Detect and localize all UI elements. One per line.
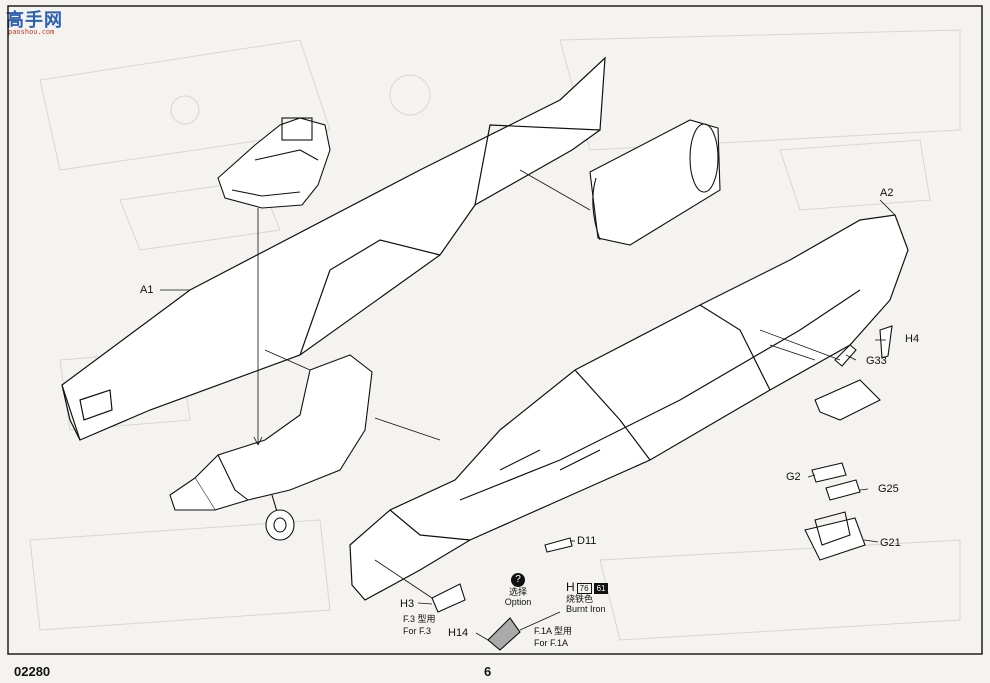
paint-code-1: 76 (576, 582, 592, 594)
label-g25: G25 (878, 483, 899, 495)
label-a1: A1 (140, 284, 154, 296)
label-h14: H14 (448, 627, 469, 639)
cockpit-tub (217, 117, 331, 209)
small-parts (431, 325, 893, 651)
label-d11: D11 (577, 535, 597, 547)
nose-intake (169, 354, 373, 511)
footer-code: 02280 (14, 664, 51, 679)
paint-cn: 烧铁色 (566, 594, 594, 604)
note-f3-en: For F.3 (403, 626, 432, 636)
label-g33: G33 (866, 355, 887, 367)
part-g33 (834, 344, 857, 367)
note-f1a-cn: F.1A 型用 (534, 626, 573, 636)
part-h3 (431, 583, 466, 613)
site-logo: 高手网 paoshou.com (6, 6, 68, 36)
part-g21 (804, 517, 866, 561)
label-h3: H3 (400, 598, 415, 610)
part-h-flap (814, 379, 881, 421)
label-g2: G2 (786, 471, 801, 483)
part-h14 (487, 617, 521, 651)
part-h4 (879, 325, 893, 359)
paint-letter: H (566, 580, 575, 594)
part-g25 (825, 479, 861, 501)
label-a2: A2 (880, 187, 894, 199)
paint-en: Burnt Iron (566, 604, 606, 614)
note-f1a-en: For F.1A (534, 638, 569, 648)
exhaust-nozzle (589, 119, 721, 246)
part-g2 (811, 462, 847, 483)
option-cn: 选择 (508, 587, 527, 597)
label-h4: H4 (905, 333, 920, 345)
option-icon: ? (511, 573, 525, 587)
page-frame (7, 5, 983, 655)
fuselage-half-a2 (349, 214, 909, 601)
nose-wheel (265, 494, 295, 541)
option-en: Option (504, 597, 532, 607)
option-icon-glyph: ? (515, 574, 521, 585)
paint-code-2: 61 (593, 582, 609, 594)
option-callout: ? 选择 Option (498, 573, 538, 607)
note-f3-cn: F.3 型用 (403, 614, 436, 624)
fuselage-half-a1 (61, 56, 606, 441)
part-d11 (544, 537, 573, 553)
leader-lines (160, 169, 896, 641)
label-g21: G21 (880, 537, 901, 549)
logo-url: paoshou.com (8, 28, 55, 36)
footer-page: 6 (484, 664, 492, 679)
logo-text: 高手网 (6, 10, 63, 31)
